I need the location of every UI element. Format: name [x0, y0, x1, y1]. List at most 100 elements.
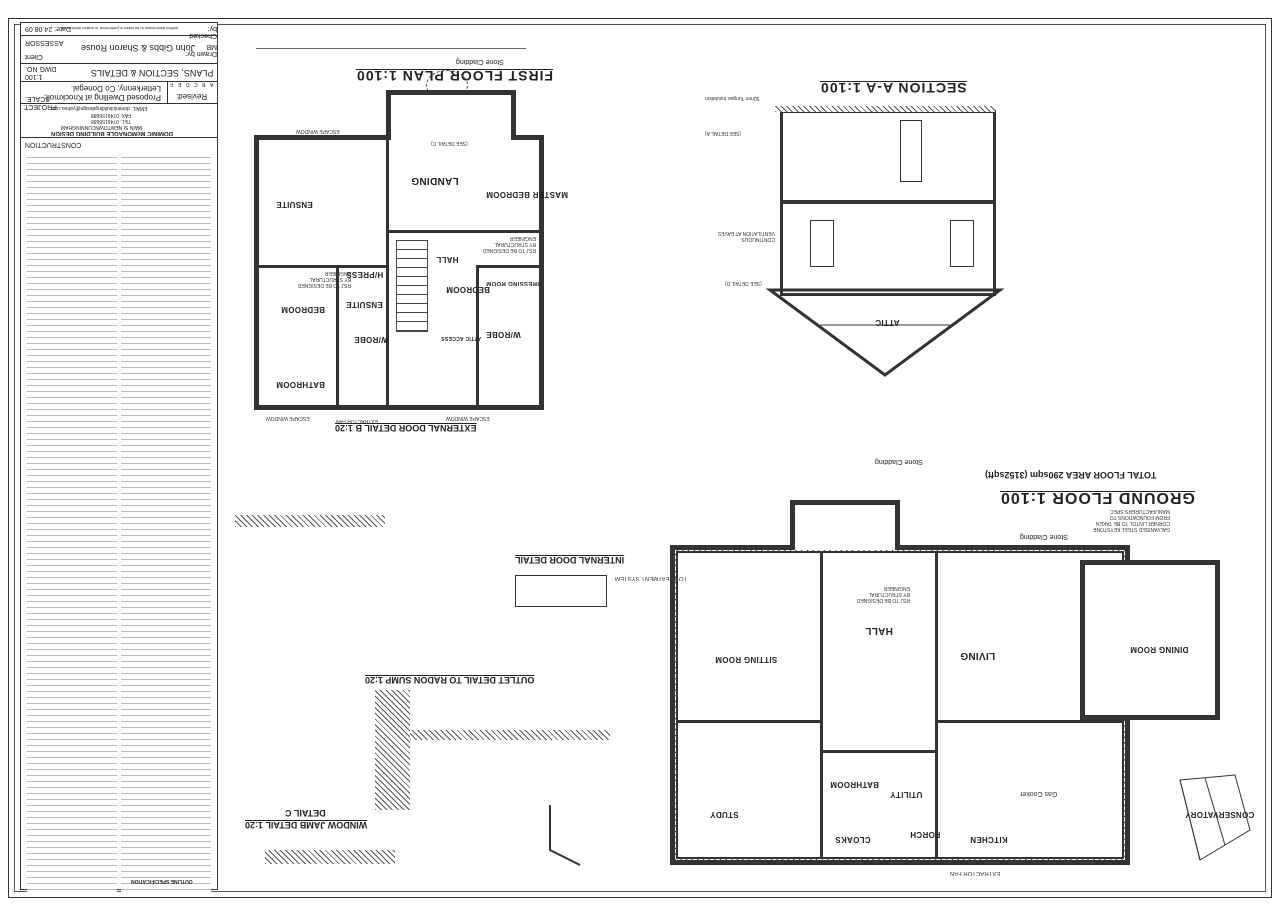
specification-text-column-2 [121, 153, 211, 893]
room-ensuite-1: ENSUITE [346, 300, 383, 309]
revision-d: D [186, 81, 190, 87]
see-detail-a: (SEE DETAIL A) [705, 130, 742, 136]
wall [935, 551, 938, 859]
specification-text-column-1 [27, 153, 117, 893]
escape-window-label-3: ESCAPE WINDOW [296, 128, 340, 134]
room-bedroom-2: BEDROOM [281, 305, 325, 314]
door [950, 220, 974, 267]
rsj-note-1: RSJ TO BE DESIGNED BY STRUCTURAL ENGINEE… [297, 270, 351, 288]
wall [254, 265, 389, 268]
rsj-note-2: RSJ TO BE DESIGNED BY STRUCTURAL ENGINEE… [482, 235, 536, 253]
attic-label: ATTIC [875, 318, 900, 327]
scale-value: 1:100 [25, 73, 43, 80]
revised-label: Revised: [176, 92, 208, 101]
window-jamb-section [265, 850, 395, 864]
spec-label: OUTLINE SPECIFICATION [131, 878, 193, 884]
inner-leaf [676, 551, 1124, 859]
room-wrobe-2: W/ROBE [486, 330, 521, 339]
designer-name: DOMINIC McMONAGLE BUILDING DESIGN [51, 130, 174, 136]
room-bedroom-1: BEDROOM [446, 285, 490, 294]
room-utility: UTILITY [890, 790, 923, 799]
revision-a: A [210, 81, 214, 87]
wall [938, 720, 1124, 723]
floor-slab-section [410, 730, 610, 740]
room-hpress: H/PRESS [346, 270, 384, 279]
room-sitting: SITTING ROOM [715, 655, 778, 664]
radon-sump-section [375, 690, 410, 810]
revision-table: F E D C B A Revised: [167, 81, 218, 103]
room-wrobe-1: W/ROBE [354, 335, 389, 344]
gas-cooker-label: Gas Cooker [1020, 790, 1058, 797]
revision-c: C [194, 81, 198, 87]
wall [476, 265, 544, 268]
tb-row-client: ASSESSOR Client John Gibbs & Sharon Rous… [21, 35, 217, 64]
sheet-border [8, 18, 1272, 898]
floor-slab [780, 200, 993, 204]
rsj-note: RSJ TO BE DESIGNED BY STRUCTURAL ENGINEE… [856, 585, 910, 603]
eaves-detail-sketch [549, 805, 581, 866]
drawn-by: Drawn by: MB [185, 43, 217, 57]
stone-cladding-label-1: Stone Cladding [875, 458, 923, 465]
designer-email: EMAIL: dominicbuildingdesign@yahoo.com [51, 105, 148, 111]
section-a-a: SECTION A-A 1:100 ATTIC (SEE DETAIL D) C… [700, 50, 1020, 380]
room-bathroom: BATHROOM [830, 780, 879, 789]
room-dressing: DRESSING ROOM [486, 280, 542, 286]
stone-cladding-label-2: Stone Cladding [1020, 533, 1068, 540]
internal-door-section [515, 575, 607, 607]
staircase [396, 240, 428, 332]
front-projection [790, 500, 900, 550]
insulation-note: 50mm Tongue Insulation [705, 95, 760, 101]
see-detail-c: (SEE DETAIL C) [431, 140, 468, 146]
room-kitchen: KITCHEN [970, 835, 1008, 844]
wall [336, 268, 339, 410]
wall [823, 750, 935, 753]
external-door-detail-title: EXTERNAL DOOR DETAIL B 1:20 [335, 423, 477, 433]
extractor-fan-label: EXTRACTOR FAN [950, 870, 1001, 876]
door [810, 220, 834, 267]
room-hall: HALL [436, 255, 459, 264]
revision-f: F [170, 81, 174, 87]
detail-c-title: DETAIL C [285, 808, 326, 818]
ground-slab [775, 106, 995, 112]
dimension-note: written dimensions to be taken in prefer… [61, 26, 178, 31]
internal-door-detail-title: INTERNAL DOOR DETAIL [515, 555, 625, 565]
room-living: LIVING [960, 650, 996, 661]
first-floor-bay [386, 90, 516, 140]
wall [476, 265, 479, 410]
tb-row-checked: Date: 24.08.09 written dimensions to be … [21, 23, 217, 39]
room-dining: DINING ROOM [1130, 645, 1189, 654]
wall [389, 230, 544, 233]
roof-section [765, 288, 1005, 377]
room-hall: HALL [865, 625, 893, 636]
ground-floor-title: GROUND FLOOR 1:100 [1000, 489, 1195, 506]
dining-extension [1080, 560, 1220, 720]
construction-label: CONSTRUCTION [25, 141, 82, 148]
eaves-ventilation-note: CONTINUOUS VENTILATION AT EAVES [717, 230, 775, 242]
window-jamb-detail-title: WINDOW JAMB DETAIL 1:20 [245, 820, 368, 830]
ground-floor-plan: GROUND FLOOR 1:100 TOTAL FLOOR AREA 290s… [615, 440, 1260, 890]
stone-cladding-label: Stone Cladding [456, 58, 504, 65]
project-name: Proposed Dwelling at Knockmoil, Letterke… [44, 84, 161, 102]
first-floor-plan: FIRST FLOOR PLAN 1:100 Stone Cladding BE… [236, 40, 568, 424]
tb-row-project: SCALE: Proposed Dwelling at Knockmoil, L… [21, 81, 217, 104]
see-detail-d: (SEE DETAIL D) [725, 280, 762, 286]
wall [386, 135, 389, 410]
assessor-label: ASSESSOR [25, 39, 64, 46]
room-bathroom: BATHROOM [276, 380, 325, 389]
drawing-title: PLANS, SECTION & DETAILS [91, 68, 214, 78]
revision-b: B [202, 81, 206, 87]
room-bedroom-3-ensuite: ENSUITE [276, 200, 313, 209]
tb-row-scale: DWG NO. 1:100 PLANS, SECTION & DETAILS [21, 63, 217, 82]
room-study: STUDY [710, 810, 739, 819]
lintol-note: GALVANISED STEEL KEYSTONE CORNER LINTOL … [1093, 508, 1170, 532]
external-door-section [235, 515, 385, 527]
door [900, 120, 922, 182]
dwg-no-label: DWG NO. [25, 65, 57, 72]
section-title: SECTION A-A 1:100 [820, 80, 967, 96]
room-master-bedroom: MASTER BEDROOM [486, 190, 568, 199]
room-porch: PORCH [910, 830, 941, 839]
client-name: John Gibbs & Sharon Rouse [81, 43, 196, 53]
attic-access: ATTIC ACCESS [441, 335, 481, 341]
details-area: EXTERNAL DOOR DETAIL B 1:20 INTERNAL DOO… [225, 420, 645, 890]
client-label: Client [25, 53, 43, 60]
